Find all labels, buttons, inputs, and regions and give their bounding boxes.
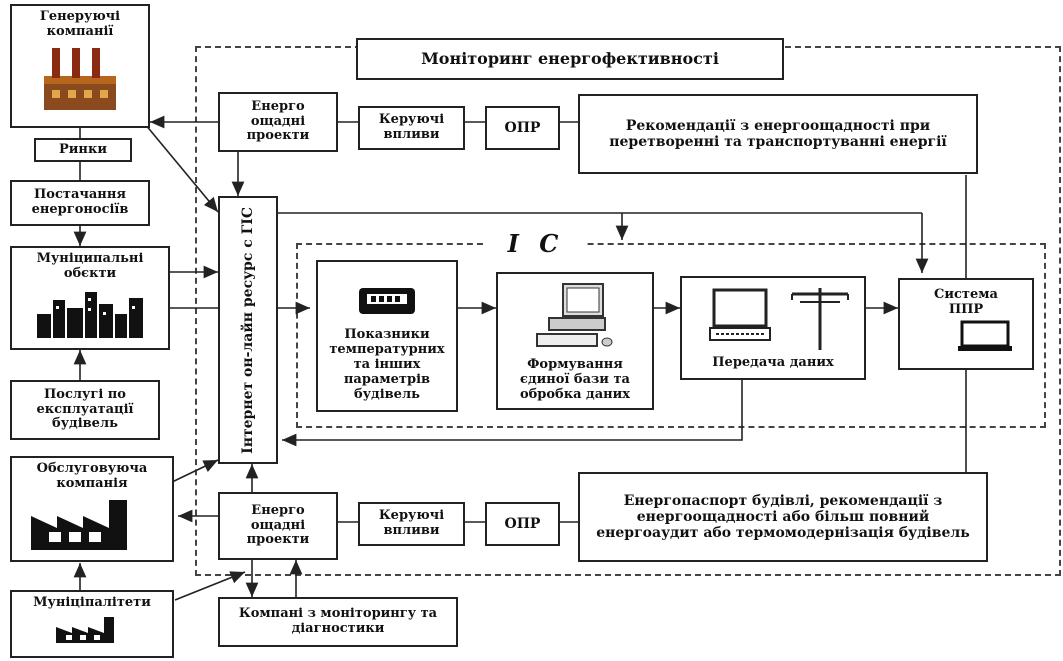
ic-frame <box>296 243 1046 428</box>
monitoring-title: Моніторинг енергофективності <box>356 38 784 80</box>
markets-box: Ринки <box>34 138 132 162</box>
data-transfer-box: Передача даних <box>680 276 866 380</box>
top-control-influences-box: Керуючі впливи <box>358 106 465 150</box>
sensor-device-icon <box>359 288 415 314</box>
computer-icon <box>536 283 613 347</box>
top-energy-projects-box: Енерго ощадні проекти <box>218 92 338 152</box>
municipalities-box: Муніціпалітети <box>10 590 174 658</box>
transfer-icon <box>709 288 849 350</box>
line-transfer-internet <box>282 380 743 447</box>
line-company-internet <box>169 459 219 484</box>
line-muni-projects <box>174 571 246 601</box>
factory-icon <box>31 499 127 550</box>
monitor-icon <box>958 320 1012 351</box>
energy-passport-box: Енергопаспорт будівлі, рекомендації з ен… <box>578 472 988 562</box>
internet-resource-label: Інтернет он-лайн ресурс с ГІС <box>239 206 256 454</box>
bottom-control-influences-box: Керуючі впливи <box>358 502 465 546</box>
bottom-energy-projects-box: Енерго ощадні проекти <box>218 492 338 560</box>
internet-resource-box: Інтернет он-лайн ресурс с ГІС <box>218 196 278 464</box>
ppr-system-box: Система ППР <box>898 278 1034 370</box>
bottom-opr-box: ОПР <box>485 502 560 546</box>
building-services-box: Послугі по експлуатації будівель <box>10 380 160 440</box>
line-gen-internet <box>139 117 219 213</box>
energy-supply-box: Постачання енергоносіїв <box>10 180 150 226</box>
ic-title: І С <box>486 230 586 258</box>
top-opr-box: ОПР <box>485 106 560 150</box>
power-plant-icon <box>44 47 116 110</box>
monitoring-companies-box: Компані з моніторингу та діагностики <box>218 597 458 647</box>
top-recommendations-box: Рекомендації з енергоощадності при перет… <box>578 94 978 174</box>
city-icon <box>37 291 143 338</box>
generating-companies-box: Генеруючі компанії <box>10 4 150 128</box>
database-box: Формування єдиної бази та обробка даних <box>496 272 654 410</box>
indicators-box: Показники температурних та інших парамет… <box>316 260 458 412</box>
service-company-box: Обслуговуюча компанія <box>10 456 174 562</box>
municipality-icon <box>56 616 114 643</box>
municipal-objects-box: Муніципальні обєкти <box>10 246 170 350</box>
